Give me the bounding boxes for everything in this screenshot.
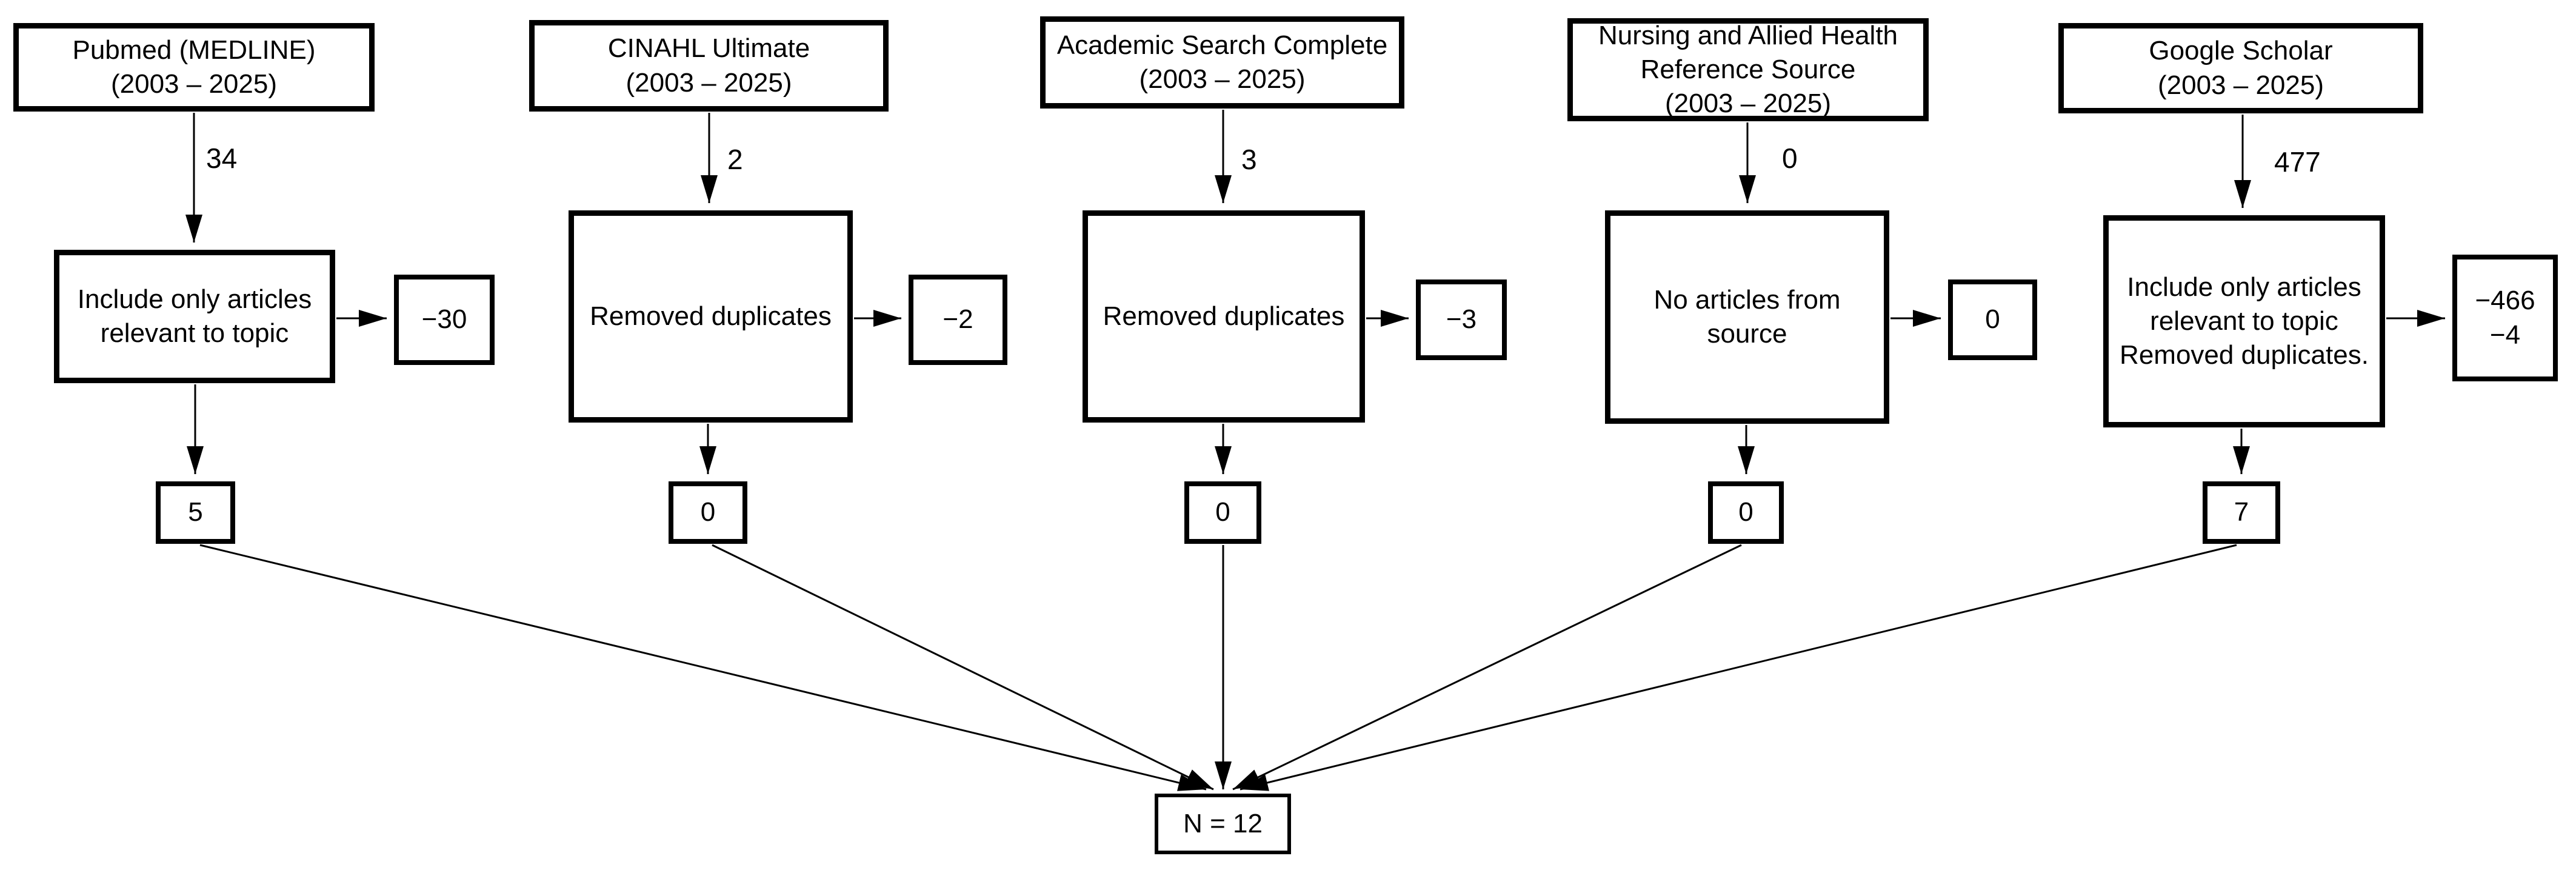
retrieved-count: 3 — [1241, 144, 1257, 175]
included-count-box: 7 — [2203, 481, 2280, 544]
source-to-screening-arrows — [185, 110, 2251, 243]
included-to-total-arrows — [199, 544, 2237, 791]
source-box: Google Scholar (2003 – 2025) — [2058, 23, 2423, 113]
included-count-box: 0 — [1184, 481, 1261, 544]
excluded-count-box: 0 — [1948, 279, 2037, 360]
excluded-count-box: −3 — [1416, 279, 1507, 360]
screening-box: No articles from source — [1605, 210, 1889, 424]
retrieved-count: 477 — [2274, 146, 2321, 178]
included-count-box: 0 — [1708, 481, 1784, 544]
screening-box: Removed duplicates — [569, 210, 853, 423]
excluded-count-box: −30 — [394, 275, 495, 365]
retrieved-count: 0 — [1782, 142, 1798, 174]
source-box: CINAHL Ultimate (2003 – 2025) — [529, 20, 889, 112]
excluded-count-box: −466 −4 — [2452, 255, 2558, 381]
included-count-box: 5 — [156, 481, 235, 544]
screening-box: Include only articles relevant to topic … — [2103, 215, 2385, 427]
retrieved-count: 2 — [727, 144, 743, 175]
screening-box: Include only articles relevant to topic — [54, 250, 335, 383]
source-box: Pubmed (MEDLINE) (2003 – 2025) — [13, 23, 375, 112]
source-box: Nursing and Allied Health Reference Sour… — [1567, 18, 1929, 121]
source-box: Academic Search Complete (2003 – 2025) — [1040, 16, 1404, 109]
retrieved-count: 34 — [206, 142, 238, 174]
included-count-box: 0 — [669, 481, 747, 544]
screening-to-included-arrows — [187, 384, 2250, 474]
total-included-box: N = 12 — [1155, 794, 1291, 854]
excluded-count-box: −2 — [909, 275, 1007, 365]
screening-box: Removed duplicates — [1083, 210, 1365, 423]
